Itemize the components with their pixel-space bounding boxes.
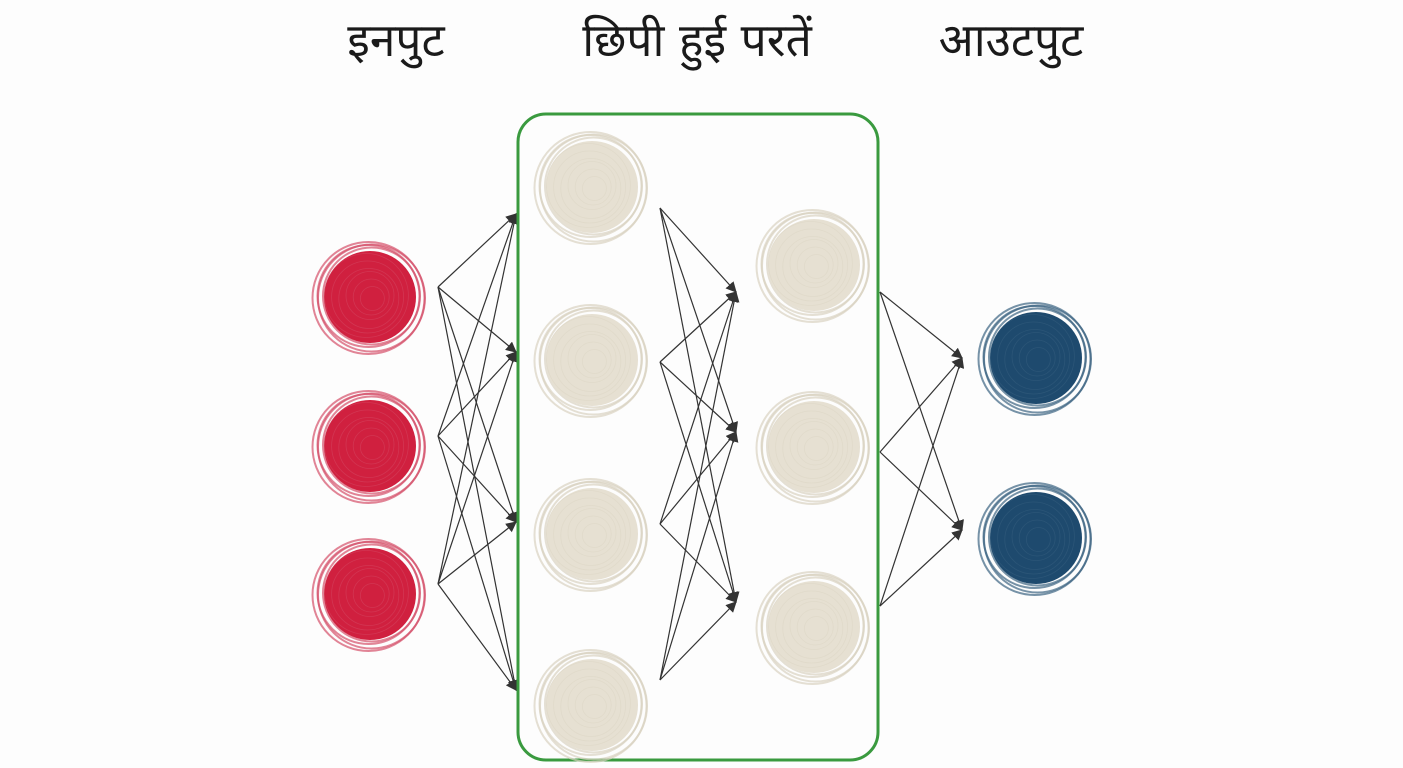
arrow-hidden2-1-to-output-2 <box>879 291 964 532</box>
arrow-hidden1-1-to-hidden2-2 <box>659 207 738 434</box>
hidden1-node-4 <box>533 649 648 763</box>
input-layer-heading: इनपुट <box>347 13 445 67</box>
arrow-hidden1-3-to-hidden2-1 <box>659 290 739 525</box>
arrow-input-3-to-hidden1-4 <box>437 583 517 691</box>
arrow-input-3-to-hidden1-3 <box>437 521 517 585</box>
arrow-hidden1-2-to-hidden2-3 <box>659 361 739 604</box>
arrow-input-2-to-hidden1-3 <box>437 435 517 523</box>
hidden2-node-1 <box>755 209 870 323</box>
hidden1-node-1 <box>533 131 648 245</box>
arrow-input-3-to-hidden1-2 <box>437 350 519 585</box>
hidden-layers-heading: छिपी हुई परतें <box>582 13 812 67</box>
connection-arrows <box>437 207 965 692</box>
arrow-hidden2-3-to-output-2 <box>879 529 963 607</box>
network-nodes <box>311 131 1092 763</box>
arrow-hidden1-4-to-hidden2-1 <box>659 290 740 681</box>
arrow-hidden1-3-to-hidden2-2 <box>659 431 737 525</box>
arrow-hidden2-2-to-output-1 <box>879 357 963 453</box>
arrow-hidden2-1-to-output-1 <box>879 291 963 359</box>
hidden2-node-3 <box>755 571 870 685</box>
arrow-hidden1-2-to-hidden2-2 <box>659 361 737 433</box>
hidden2-node-2 <box>755 391 870 505</box>
arrow-hidden1-2-to-hidden2-1 <box>659 291 737 363</box>
arrow-hidden2-3-to-output-1 <box>879 356 965 607</box>
hidden-layers-box <box>516 112 880 762</box>
arrow-input-2-to-hidden1-4 <box>437 435 519 692</box>
output-node-1 <box>977 302 1092 416</box>
arrow-hidden1-3-to-hidden2-3 <box>659 523 737 603</box>
arrow-input-3-to-hidden1-1 <box>437 212 520 585</box>
output-layer-heading: आउटपुट <box>938 13 1084 67</box>
arrow-hidden2-2-to-output-2 <box>879 451 963 531</box>
output-node-2 <box>977 482 1092 596</box>
arrow-hidden1-1-to-hidden2-1 <box>659 207 737 293</box>
hidden1-node-3 <box>533 478 648 592</box>
input-node-1 <box>311 241 426 355</box>
arrow-input-1-to-hidden1-2 <box>437 286 517 353</box>
input-node-2 <box>311 390 426 504</box>
arrow-input-2-to-hidden1-2 <box>437 351 517 437</box>
arrow-hidden1-4-to-hidden2-2 <box>659 430 739 681</box>
hidden1-node-2 <box>533 304 648 418</box>
arrow-input-2-to-hidden1-1 <box>437 212 518 437</box>
arrow-hidden1-1-to-hidden2-3 <box>659 207 740 604</box>
arrow-input-1-to-hidden1-1 <box>437 213 517 288</box>
arrow-hidden1-4-to-hidden2-3 <box>659 601 737 681</box>
arrow-input-1-to-hidden1-3 <box>437 286 519 524</box>
input-node-3 <box>311 538 426 652</box>
arrow-input-1-to-hidden1-4 <box>437 286 520 692</box>
